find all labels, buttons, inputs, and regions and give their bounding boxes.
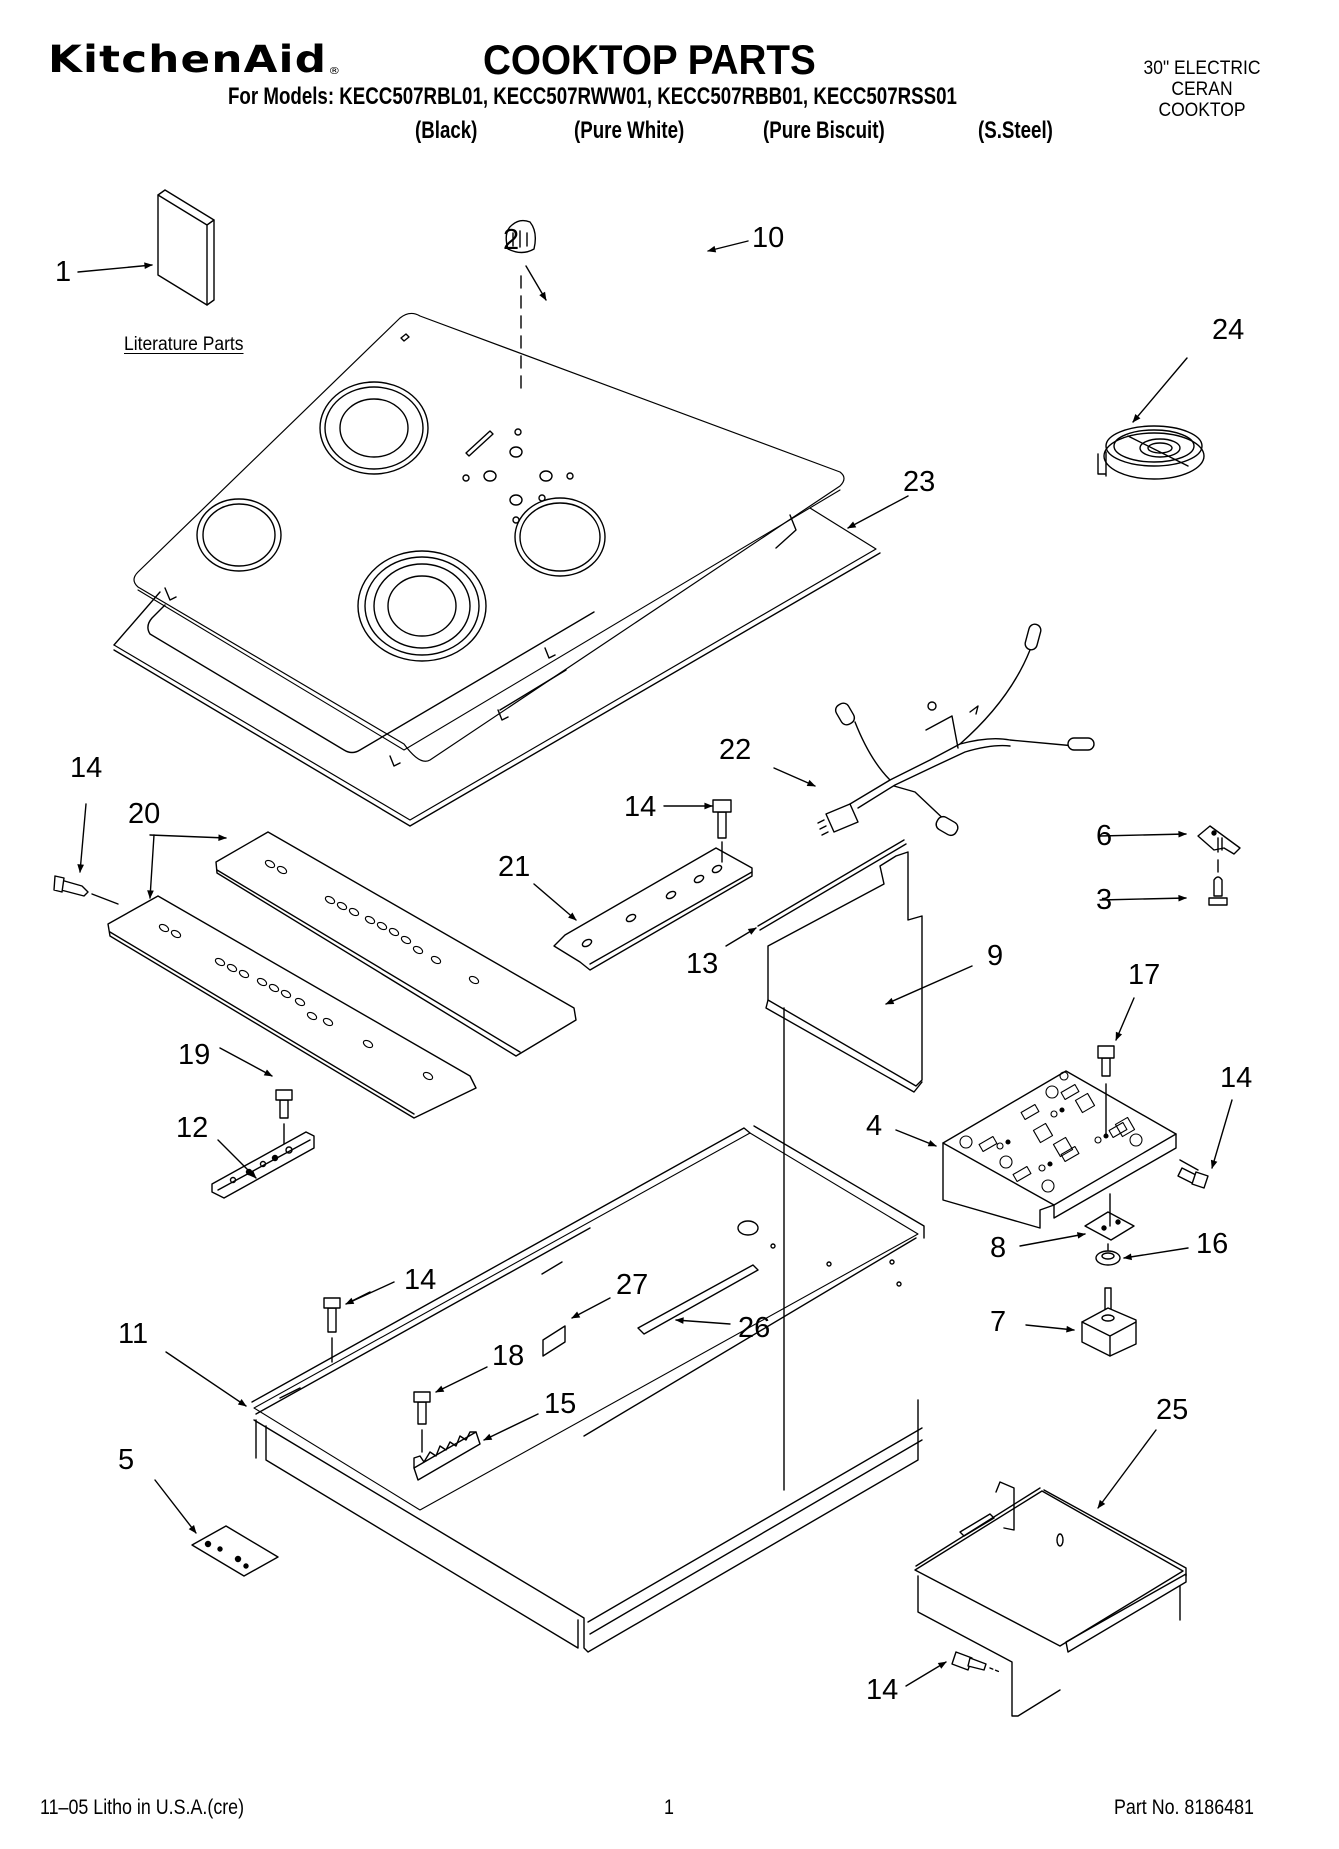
callout-10[interactable]: 10 bbox=[752, 222, 785, 254]
variant-black: (Black) bbox=[415, 117, 478, 144]
page-title: COOKTOP PARTS bbox=[483, 36, 816, 83]
part-17-screw[interactable] bbox=[1098, 1046, 1114, 1134]
part-25-junction-box[interactable] bbox=[915, 1482, 1186, 1716]
part-16-grommet[interactable] bbox=[1096, 1244, 1120, 1265]
brand-logo: KitchenAid® bbox=[48, 38, 341, 81]
callout-14[interactable]: 14 bbox=[70, 752, 103, 784]
callout-13[interactable]: 13 bbox=[686, 948, 719, 980]
part-12-bracket[interactable] bbox=[212, 1132, 314, 1198]
callout-27[interactable]: 27 bbox=[616, 1269, 649, 1301]
callout-15[interactable]: 15 bbox=[544, 1388, 577, 1420]
part-8-plate[interactable] bbox=[1085, 1194, 1134, 1240]
literature-parts-label[interactable]: Literature Parts bbox=[124, 334, 244, 355]
variant-pure-white: (Pure White) bbox=[574, 117, 685, 144]
page-number: 1 bbox=[664, 1796, 674, 1819]
callout-7[interactable]: 7 bbox=[990, 1306, 1007, 1338]
callout-14[interactable]: 14 bbox=[404, 1264, 437, 1296]
callout-18[interactable]: 18 bbox=[492, 1340, 525, 1372]
part-number: Part No. 8186481 bbox=[1114, 1796, 1254, 1819]
part-4-mounting-bracket[interactable] bbox=[943, 1071, 1176, 1228]
part-20-channels[interactable] bbox=[108, 832, 576, 1118]
part-23-gasket[interactable] bbox=[114, 508, 880, 826]
callout-20[interactable]: 20 bbox=[128, 798, 161, 830]
models-line: For Models: KECC507RBL01, KECC507RWW01, … bbox=[228, 83, 957, 110]
part-13-rod[interactable] bbox=[758, 840, 906, 930]
callout-3[interactable]: 3 bbox=[1096, 884, 1113, 916]
part-18-screw[interactable] bbox=[414, 1392, 430, 1452]
callout-1[interactable]: 1 bbox=[55, 256, 72, 288]
part-10-knob[interactable] bbox=[506, 221, 535, 390]
callout-19[interactable]: 19 bbox=[178, 1039, 211, 1071]
product-type-line: CERAN bbox=[1171, 79, 1233, 100]
part-14-screw-box[interactable] bbox=[952, 1652, 1000, 1672]
part-27-label[interactable] bbox=[543, 1326, 565, 1356]
leader-arrows bbox=[78, 241, 1232, 1686]
callout-14[interactable]: 14 bbox=[1220, 1062, 1253, 1094]
part-21-bracket[interactable] bbox=[554, 848, 752, 970]
part-24-surface-element[interactable] bbox=[1098, 426, 1204, 479]
variant-stainless-steel: (S.Steel) bbox=[978, 117, 1053, 144]
part-7-switch[interactable] bbox=[1082, 1288, 1136, 1356]
part-6-clip[interactable] bbox=[1198, 826, 1240, 872]
part-11-base-box[interactable] bbox=[252, 1126, 924, 1652]
callout-14[interactable]: 14 bbox=[624, 791, 657, 823]
callout-17[interactable]: 17 bbox=[1128, 959, 1161, 991]
part-15-terminal-block[interactable] bbox=[414, 1432, 480, 1480]
callout-6[interactable]: 6 bbox=[1096, 820, 1113, 852]
callout-11[interactable]: 11 bbox=[118, 1318, 149, 1350]
callout-16[interactable]: 16 bbox=[1196, 1228, 1229, 1260]
callout-4[interactable]: 4 bbox=[866, 1110, 883, 1142]
part-14-screw-bracket[interactable] bbox=[713, 800, 731, 862]
product-type-line: 30" ELECTRIC bbox=[1143, 58, 1261, 79]
part-5-plate[interactable] bbox=[192, 1526, 278, 1576]
part-14-screw-left[interactable] bbox=[54, 876, 118, 904]
part-14-screw-base[interactable] bbox=[324, 1298, 340, 1362]
callout-22[interactable]: 22 bbox=[719, 734, 752, 766]
part-14-screw-right[interactable] bbox=[1178, 1160, 1208, 1188]
callout-9[interactable]: 9 bbox=[987, 940, 1004, 972]
product-type: 30" ELECTRIC CERAN COOKTOP bbox=[1138, 58, 1267, 121]
product-type-line: COOKTOP bbox=[1158, 100, 1246, 121]
registered-mark: ® bbox=[328, 66, 342, 77]
callout-8[interactable]: 8 bbox=[990, 1232, 1007, 1264]
callout-14[interactable]: 14 bbox=[866, 1674, 899, 1706]
part-9-shield[interactable] bbox=[766, 852, 922, 1092]
part-2-cooktop-glass[interactable] bbox=[134, 313, 844, 766]
part-22-wire-harness[interactable] bbox=[818, 623, 1094, 838]
part-1-literature[interactable] bbox=[158, 190, 214, 305]
brand-name: KitchenAid bbox=[48, 38, 328, 81]
callout-21[interactable]: 21 bbox=[498, 851, 531, 883]
part-3-screw[interactable] bbox=[1209, 877, 1227, 905]
callout-23[interactable]: 23 bbox=[903, 466, 936, 498]
callout-2[interactable]: 2 bbox=[503, 224, 520, 256]
variant-pure-biscuit: (Pure Biscuit) bbox=[763, 117, 885, 144]
callout-25[interactable]: 25 bbox=[1156, 1394, 1189, 1426]
print-info: 11–05 Litho in U.S.A.(cre) bbox=[40, 1796, 245, 1819]
callout-24[interactable]: 24 bbox=[1212, 314, 1245, 346]
callout-5[interactable]: 5 bbox=[118, 1444, 135, 1476]
callout-26[interactable]: 26 bbox=[738, 1312, 771, 1344]
part-26-strip[interactable] bbox=[638, 1265, 758, 1334]
callout-12[interactable]: 12 bbox=[176, 1112, 209, 1144]
